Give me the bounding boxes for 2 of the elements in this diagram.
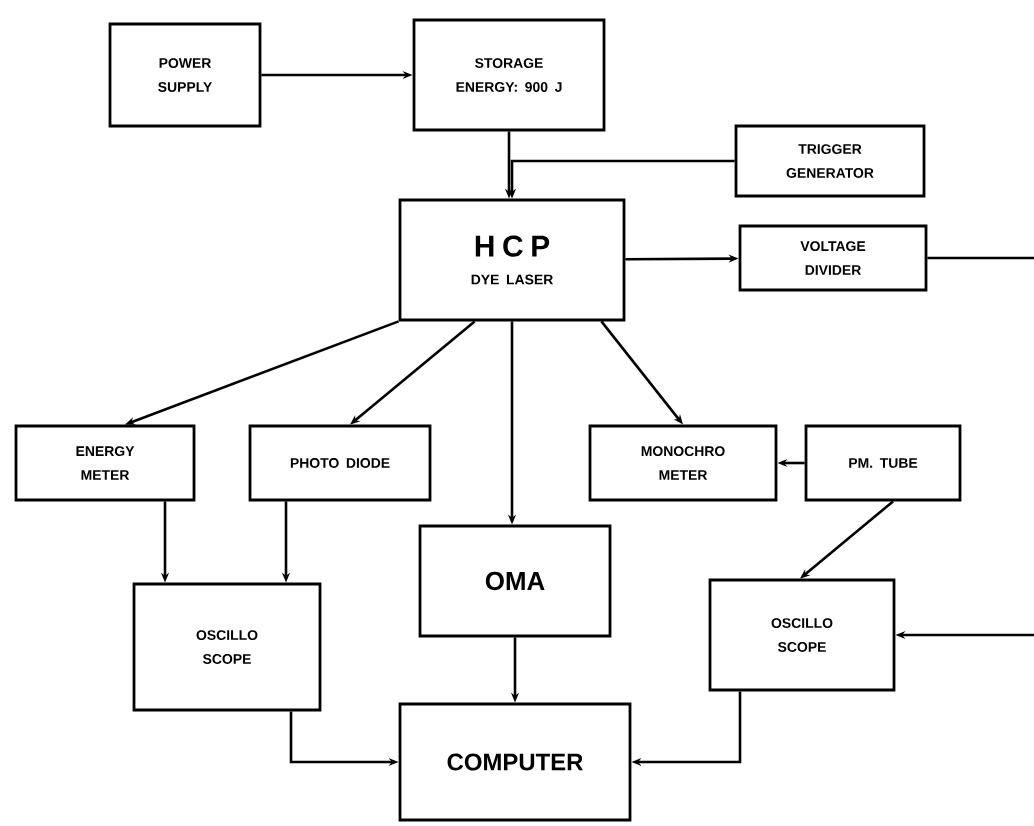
block-box: COMPUTER	[398, 702, 632, 822]
block-box: OMA	[418, 524, 612, 638]
